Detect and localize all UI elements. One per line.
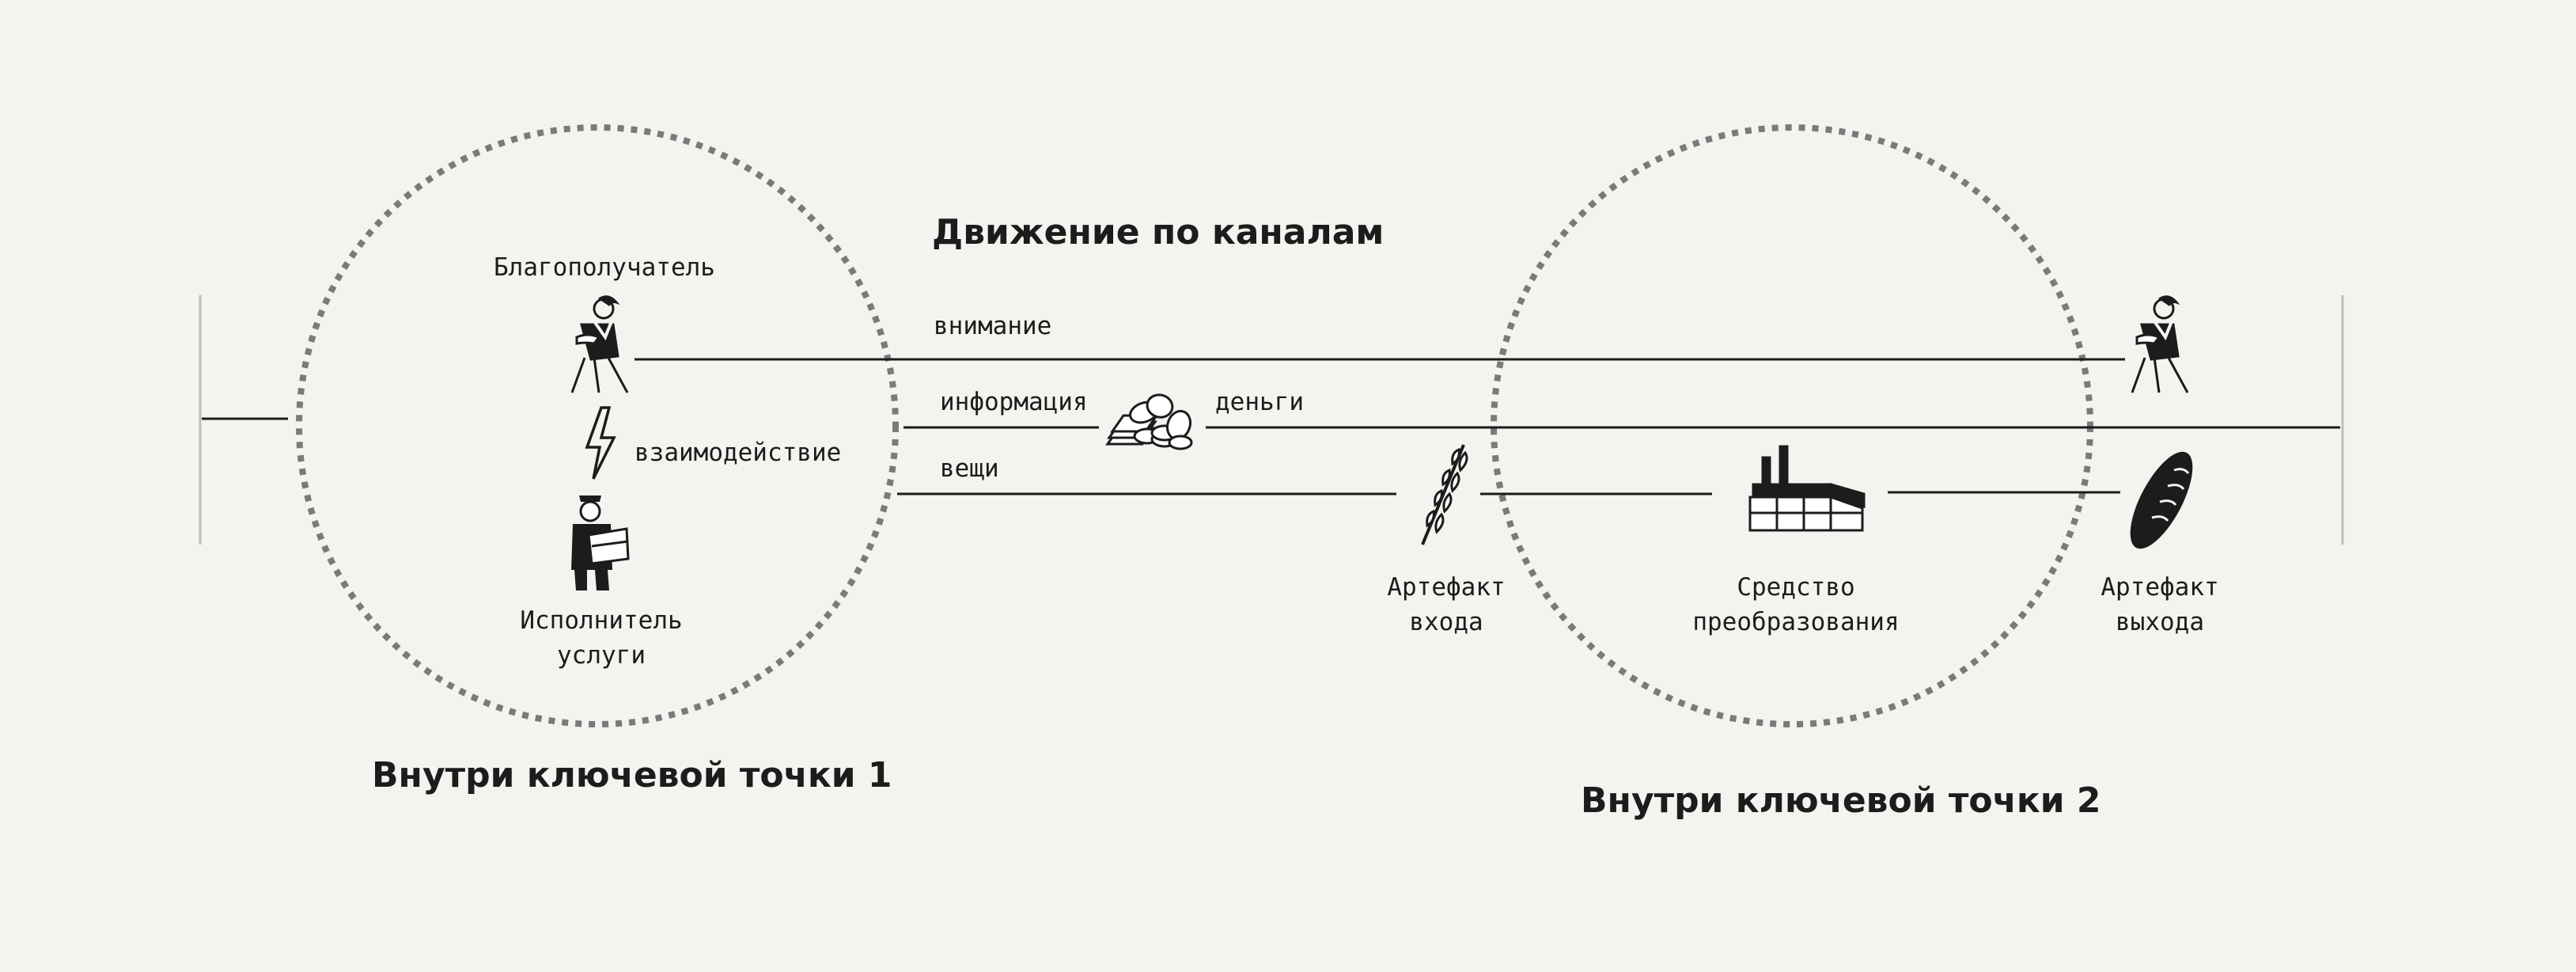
right-beneficiary-woman-icon	[2131, 295, 2189, 393]
output-artifact-label: Артефакт выхода	[2073, 570, 2247, 640]
key-point-1-circle	[296, 124, 899, 727]
input-wheat-icon	[1421, 444, 1468, 545]
information-channel-label: информация	[940, 388, 1088, 416]
input-artifact-label: Артефакт входа	[1359, 570, 1533, 640]
interaction-label: взаимодействие	[635, 439, 842, 467]
output-artifact-label-line2: выхода	[2116, 608, 2204, 636]
means-label-line1: Средство	[1737, 573, 1855, 602]
means-label-line2: преобразования	[1692, 608, 1900, 636]
input-artifact-label-line2: входа	[1409, 608, 1483, 636]
key-point-2-circle	[1491, 124, 2093, 727]
provider-label: Исполнитель услуги	[506, 603, 696, 673]
output-artifact-label-line1: Артефакт	[2101, 573, 2219, 602]
things-channel-label: вещи	[940, 454, 999, 483]
output-bread-icon	[2130, 451, 2193, 549]
beneficiary-label: Благополучатель	[494, 253, 715, 282]
provider-label-line2: услуги	[557, 641, 646, 670]
key-point-2-title: Внутри ключевой точки 2	[1581, 780, 2101, 821]
attention-channel-label: внимание	[934, 312, 1052, 340]
key-point-1-title: Внутри ключевой точки 1	[372, 755, 892, 795]
provider-label-line1: Исполнитель	[520, 606, 683, 635]
input-artifact-label-line1: Артефакт	[1387, 573, 1506, 602]
channels-title: Движение по каналам	[932, 212, 1385, 252]
means-label: Средство преобразования	[1669, 570, 1923, 640]
provider-courier-icon	[571, 495, 630, 590]
means-factory-icon	[1748, 445, 1866, 532]
interaction-bolt-icon	[585, 406, 616, 480]
money-coins-icon	[1105, 393, 1193, 450]
beneficiary-woman-icon	[570, 295, 629, 393]
money-channel-label: деньги	[1215, 388, 1304, 416]
